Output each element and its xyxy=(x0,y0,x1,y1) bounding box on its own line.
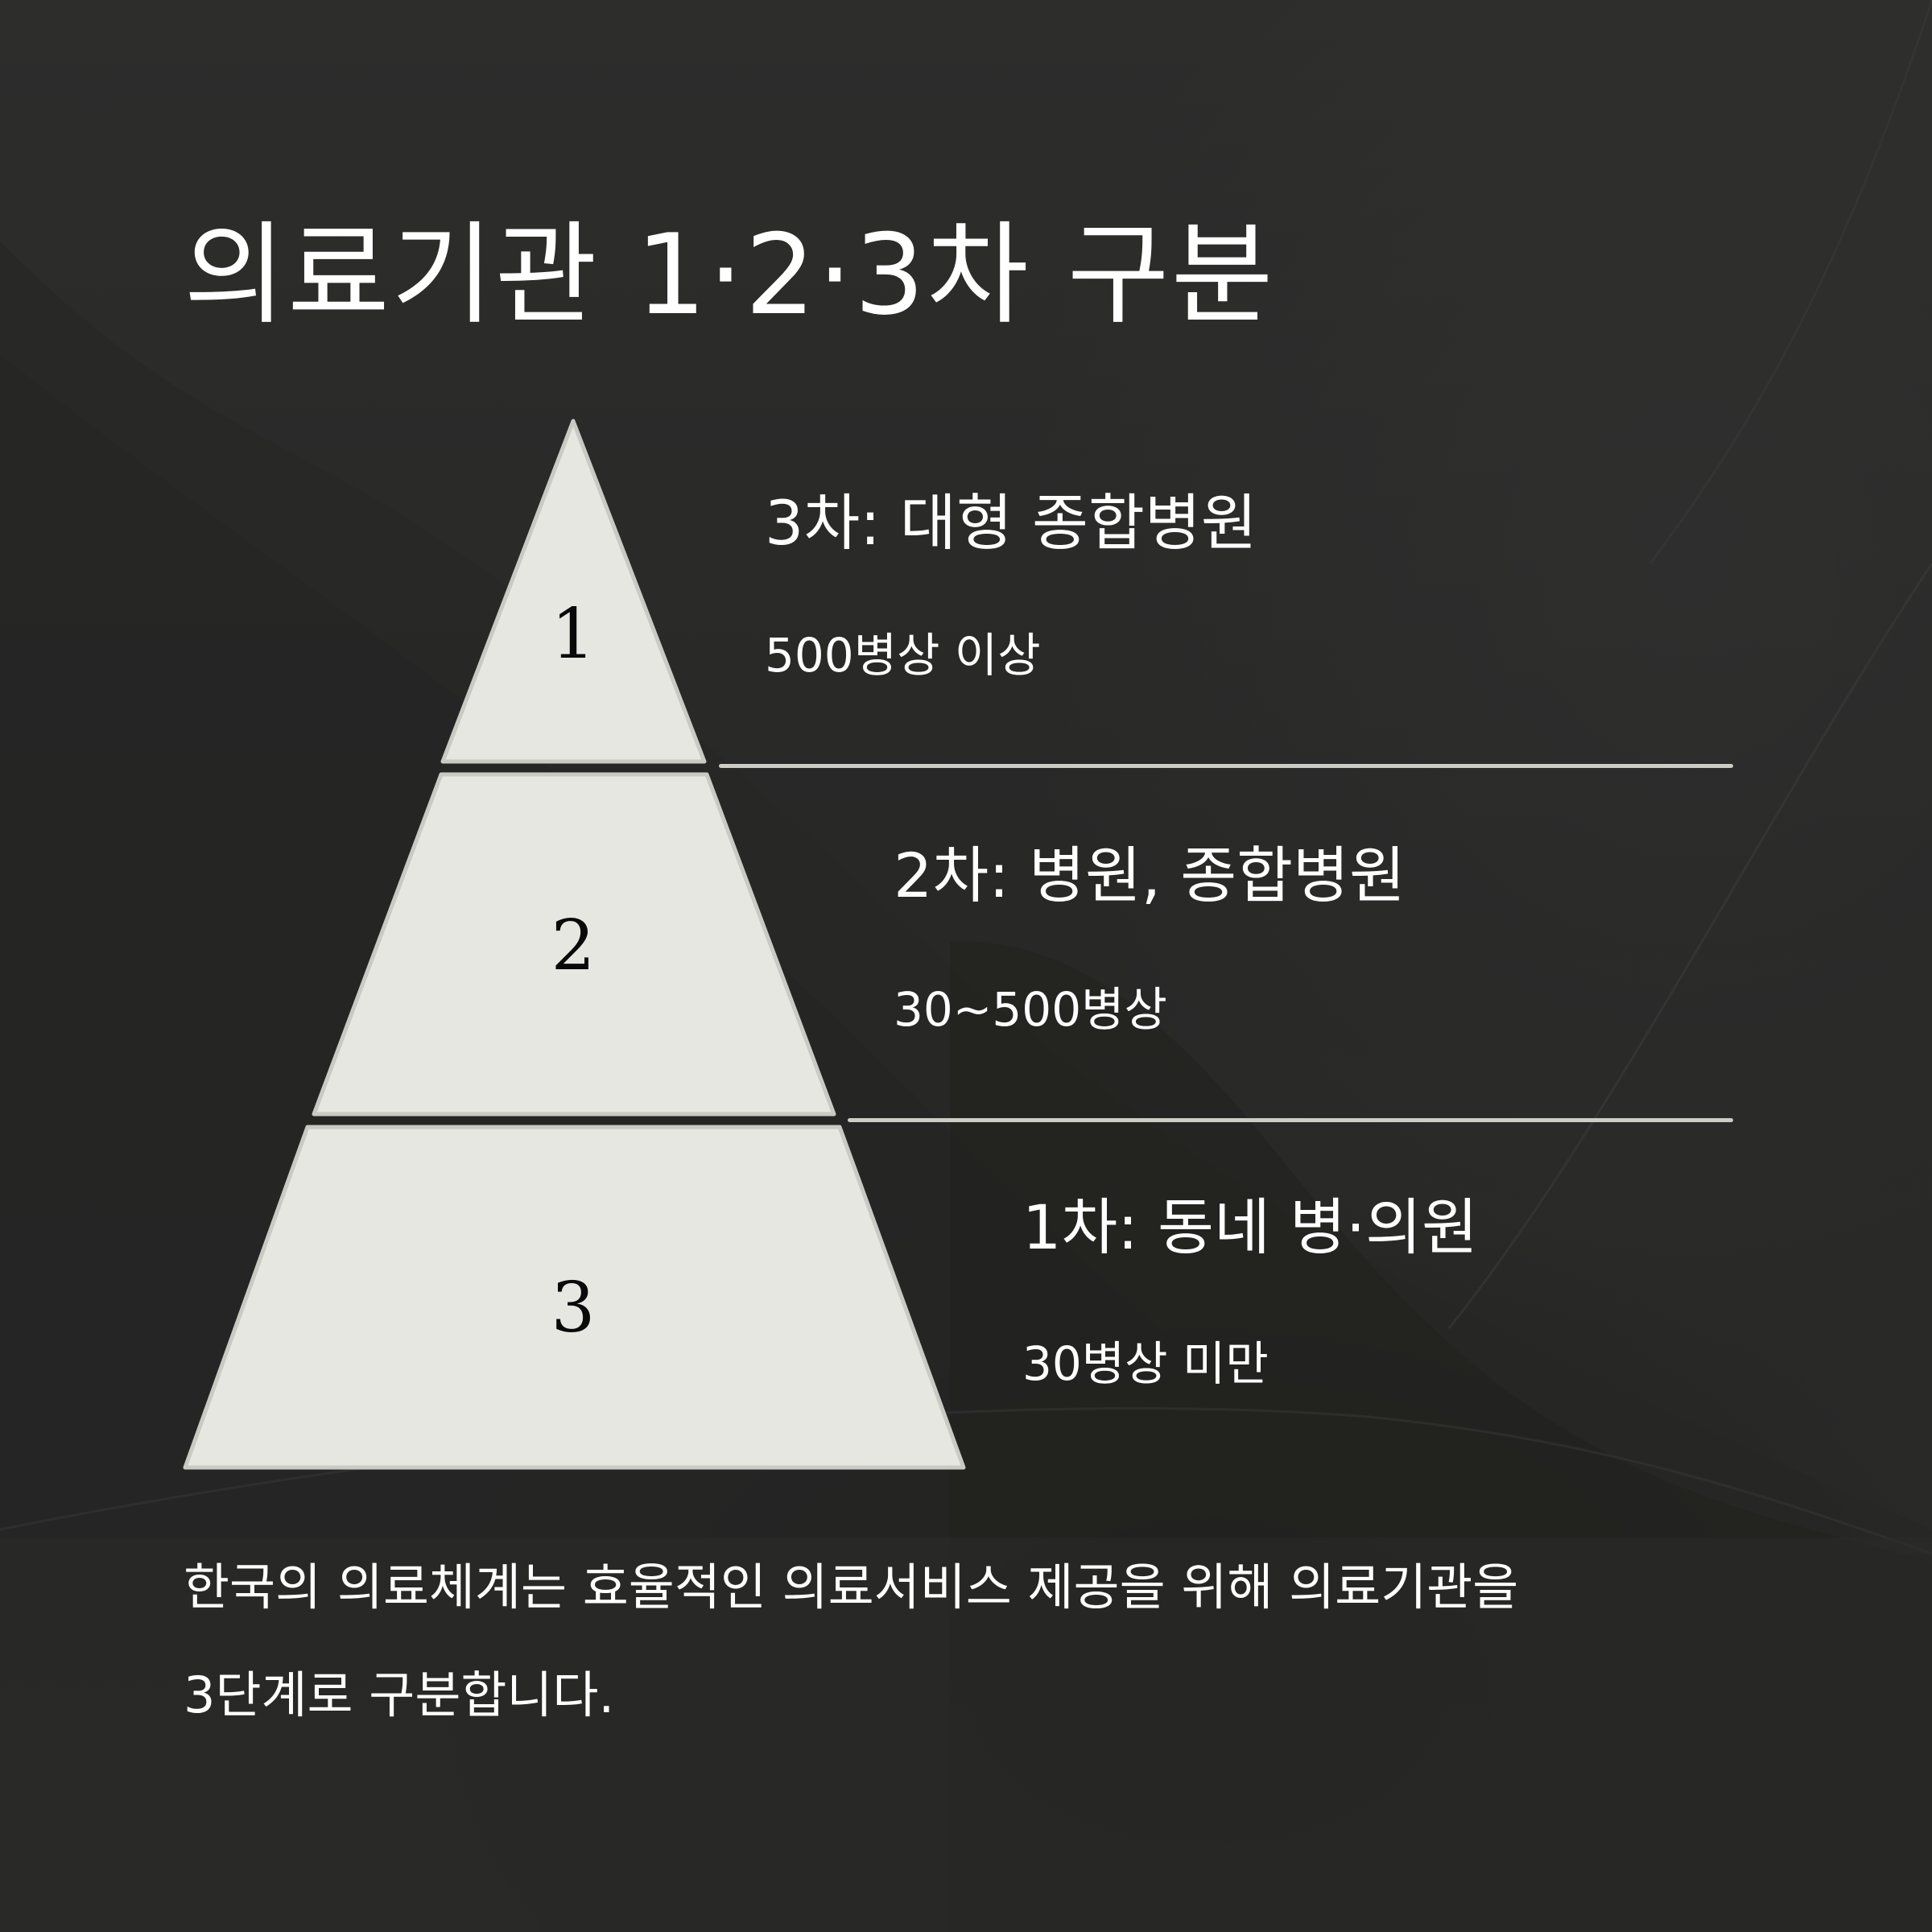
tier-2-detail: 30~500병상 xyxy=(894,982,1167,1037)
pyramid-tier-3-number: 3 xyxy=(551,1268,596,1348)
pyramid-tier-1-shape xyxy=(440,419,707,764)
page-title: 의료기관 1·2·3차 구분 xyxy=(184,210,1275,340)
tier-3-label: 1차: 동네 병·의원 xyxy=(1022,1191,1478,1263)
tier-1-detail: 500병상 이상 xyxy=(765,628,1041,683)
pyramid-tier-2-number: 2 xyxy=(551,906,596,986)
description-paragraph: 한국의 의료체계는 효율적인 의료서비스 제공을 위해 의료기관을 3단계로 구… xyxy=(184,1534,1794,1749)
tier-divider-2 xyxy=(848,1118,1733,1122)
tier-1-label: 3차: 대형 종합병원 xyxy=(765,487,1257,559)
description-line-1: 한국의 의료체계는 효율적인 의료서비스 제공을 위해 의료기관을 xyxy=(184,1558,1519,1616)
tier-3-detail: 30병상 미만 xyxy=(1022,1336,1269,1391)
pyramid-tier-1-number: 1 xyxy=(551,594,596,675)
tier-divider-1 xyxy=(719,764,1733,768)
pyramid-tier-3-shape xyxy=(183,1125,966,1470)
tier-2-label: 2차: 병원, 종합병원 xyxy=(894,840,1406,911)
description-line-2: 3단계로 구분합니다. xyxy=(184,1666,615,1724)
pyramid-tier-2-shape xyxy=(312,772,836,1117)
